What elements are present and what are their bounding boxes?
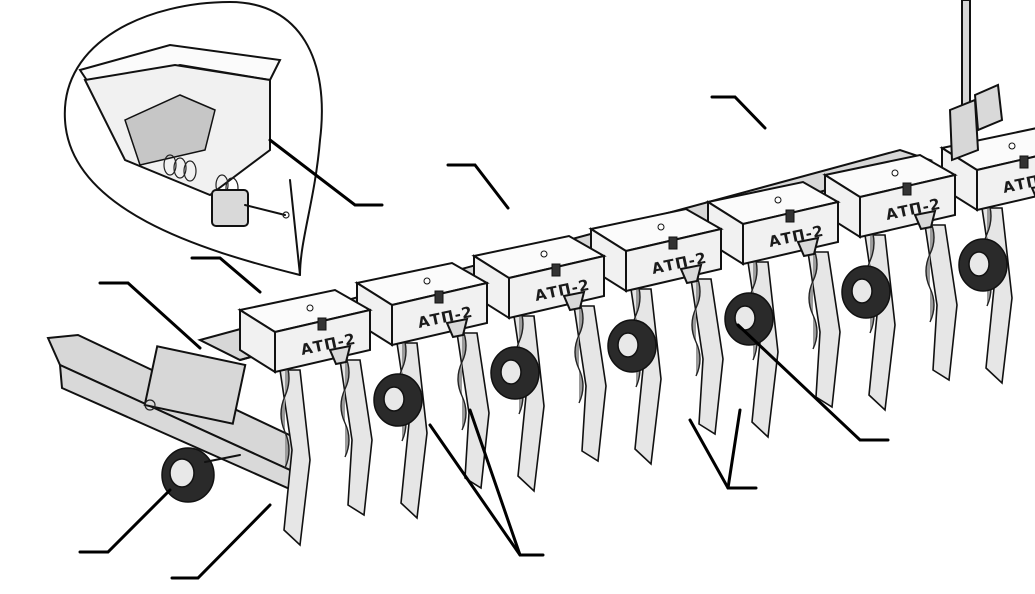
seed-tube bbox=[574, 300, 584, 404]
gauge-wheel bbox=[161, 447, 241, 503]
leader-line bbox=[736, 323, 890, 442]
hopper-funnel bbox=[1030, 186, 1035, 198]
leader-line bbox=[268, 138, 384, 207]
hopper-funnel bbox=[562, 290, 586, 312]
leader-lines bbox=[78, 95, 890, 580]
lid-knob bbox=[891, 169, 899, 177]
leader-line bbox=[98, 281, 202, 350]
hopper-front bbox=[976, 155, 1035, 212]
leader-line bbox=[446, 163, 510, 210]
hopper-funnel bbox=[328, 344, 352, 366]
auger-icon bbox=[163, 154, 239, 199]
hopper-front bbox=[508, 254, 605, 320]
hopper-funnel bbox=[445, 317, 469, 339]
seed-tube bbox=[808, 246, 818, 350]
leader-line bbox=[190, 256, 262, 294]
seed-tube bbox=[280, 359, 290, 469]
coulter-shank bbox=[573, 305, 607, 463]
wheel-hub bbox=[851, 278, 873, 304]
hopper-funnel bbox=[796, 236, 820, 258]
lid-knob bbox=[540, 250, 548, 258]
lid-knob bbox=[1008, 142, 1016, 150]
lid-knob bbox=[657, 223, 665, 231]
hopper-front bbox=[625, 227, 722, 293]
lid-latch bbox=[1019, 155, 1029, 169]
seed-tube bbox=[691, 273, 701, 377]
lid-latch bbox=[317, 317, 327, 331]
leader-line bbox=[78, 488, 172, 554]
lid-latch bbox=[434, 290, 444, 304]
coulter-shank bbox=[690, 278, 724, 436]
lid-latch bbox=[551, 263, 561, 277]
wheel-hub bbox=[383, 386, 405, 412]
hopper-funnel bbox=[913, 209, 937, 231]
coulter-shank bbox=[339, 359, 373, 517]
lid-latch bbox=[668, 236, 678, 250]
lid-knob bbox=[774, 196, 782, 204]
seed-tube bbox=[925, 219, 935, 323]
hopper-funnel bbox=[679, 263, 703, 285]
leader-line bbox=[726, 408, 742, 490]
hopper-front bbox=[742, 200, 839, 266]
marker-post bbox=[948, 0, 1004, 162]
coulter-shank bbox=[279, 369, 311, 547]
lid-knob bbox=[306, 304, 314, 312]
coulter-shank bbox=[924, 224, 958, 382]
wheel-hub bbox=[617, 332, 639, 358]
hopper-front bbox=[274, 308, 371, 374]
hopper-front bbox=[859, 173, 956, 239]
leader-line bbox=[688, 418, 758, 490]
leader-line bbox=[468, 408, 522, 557]
coulter-shank bbox=[456, 332, 490, 490]
leader-line bbox=[170, 503, 272, 580]
inset-cutaway bbox=[63, 1, 323, 276]
coulter-shank bbox=[807, 251, 841, 409]
lid-latch bbox=[785, 209, 795, 223]
sowing-unit: АТП-2 bbox=[237, 288, 423, 547]
wheel-hub bbox=[500, 359, 522, 385]
leader-line bbox=[710, 95, 767, 130]
wheel-hub bbox=[968, 251, 990, 277]
hopper-front bbox=[391, 281, 488, 347]
lid-knob bbox=[423, 277, 431, 285]
seed-tube bbox=[457, 327, 467, 431]
lid-latch bbox=[902, 182, 912, 196]
seed-tube bbox=[340, 354, 350, 458]
